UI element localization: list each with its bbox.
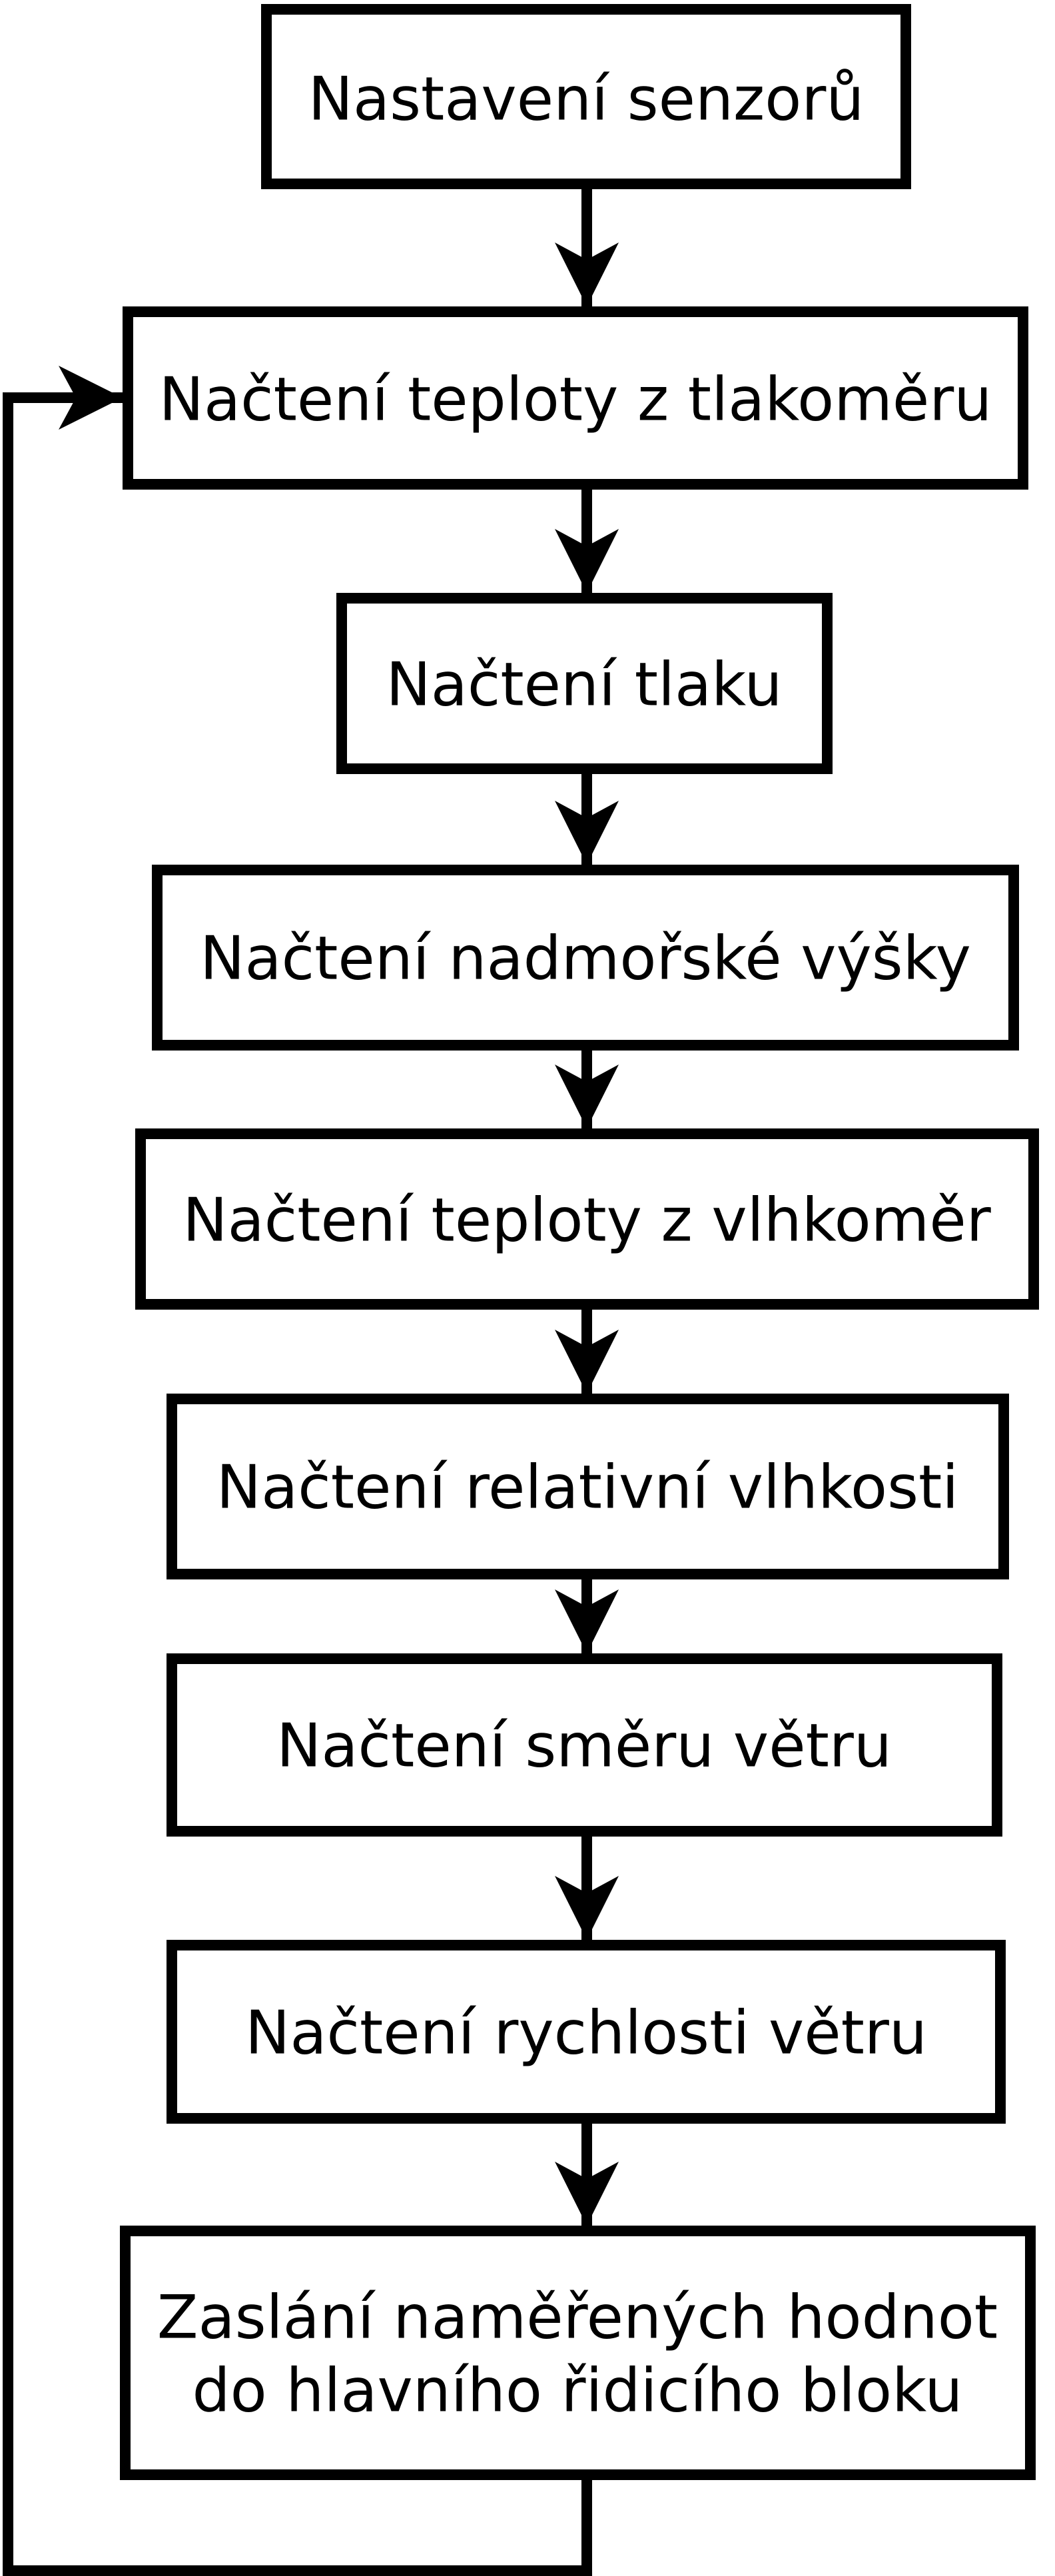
box-setup-sensors-label: Nastavení senzorů (308, 65, 865, 135)
box-read-temp-barometer (123, 306, 1028, 490)
box-read-relative-humidity-label: Načtení relativní vlhkosti (216, 1453, 959, 1523)
box-read-wind-direction-label: Načtení směru větru (276, 1711, 892, 1781)
flow-connectors (3, 184, 619, 2576)
box-read-temp-hygrometer (135, 1128, 1039, 1310)
box-read-pressure-label: Načtení tlaku (386, 650, 782, 720)
box-read-altitude-label: Načtení nadmořské výšky (200, 924, 971, 994)
box-read-wind-speed (167, 1940, 1006, 2124)
box-read-wind-direction (167, 1653, 1002, 1837)
box-read-wind-speed-label: Načtení rychlosti větru (245, 1998, 927, 2068)
box-send-values-label-line1: Zaslání naměřených hodnot (157, 2283, 998, 2353)
box-setup-sensors (261, 4, 911, 189)
box-send-values (120, 2226, 1036, 2480)
box-read-relative-humidity (167, 1394, 1009, 1579)
box-read-altitude (152, 865, 1019, 1051)
box-read-pressure (336, 593, 833, 774)
flow-labels: Nastavení senzorů Načtení teploty z tlak… (157, 65, 998, 2426)
box-read-temp-hygrometer-label: Načtení teploty z vlhkoměr (182, 1186, 990, 1256)
box-send-values-label-line2: do hlavního řidicího bloku (192, 2356, 963, 2426)
box-read-temp-barometer-label: Načtení teploty z tlakoměru (159, 365, 992, 435)
feedback-loop-arrow (3, 366, 592, 2576)
flow-boxes (120, 4, 1039, 2480)
